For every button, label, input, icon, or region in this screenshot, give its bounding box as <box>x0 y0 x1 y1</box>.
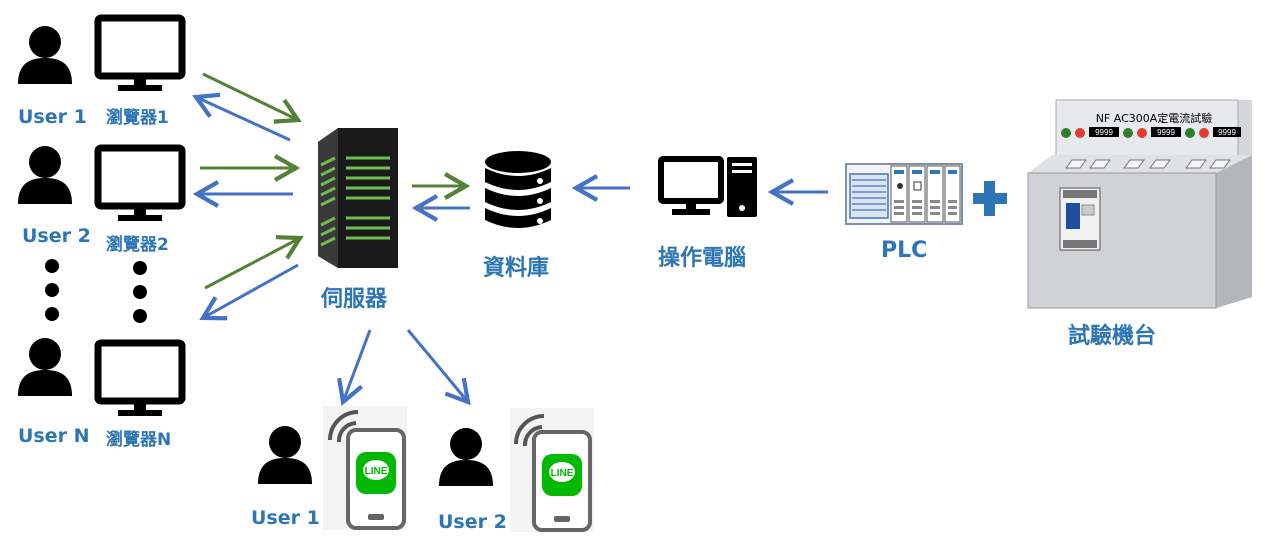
browser-n-icon <box>98 343 182 416</box>
line-app-label-1: LINE <box>365 466 388 477</box>
server-icon <box>318 128 398 268</box>
user-n-icon <box>18 338 72 396</box>
server-label: 伺服器 <box>321 287 388 312</box>
indicator-lamps <box>1061 128 1209 138</box>
operator-pc-icon <box>658 156 757 217</box>
breaker-icon <box>1059 187 1101 251</box>
browser-n-label: 瀏覽器N <box>106 430 172 450</box>
phone-1-icon <box>323 406 407 530</box>
line-user-2-label: User 2 <box>438 511 507 533</box>
line-user-1-label: User 1 <box>251 507 320 529</box>
browser-server-arrows <box>192 72 304 321</box>
user-1-icon <box>18 26 72 84</box>
browser-2-icon <box>98 148 182 221</box>
server-database-arrows <box>411 172 471 222</box>
machine-readout-3: 9999 <box>1218 128 1236 137</box>
line-app-label-2: LINE <box>551 468 574 479</box>
user-2-label: User 2 <box>22 225 91 247</box>
plc-icon <box>845 163 963 225</box>
ellipsis-dots <box>45 259 147 323</box>
server-line-arrows <box>337 329 471 406</box>
machine-readout-2: 9999 <box>1157 128 1175 137</box>
browser-1-label: 瀏覽器1 <box>106 108 169 128</box>
user-1-label: User 1 <box>18 106 87 128</box>
browser-2-label: 瀏覽器2 <box>106 235 169 255</box>
plus-icon <box>973 181 1007 216</box>
machine-readout-1: 9999 <box>1095 128 1113 137</box>
database-label: 資料庫 <box>483 256 550 281</box>
test-machine-icon <box>1027 99 1252 309</box>
database-icon <box>485 151 551 228</box>
phone-2-icon <box>510 408 594 532</box>
plc-label: PLC <box>881 238 928 263</box>
machine-panel-title: NF AC300A定電流試驗 <box>1096 111 1213 125</box>
operator-pc-label: 操作電腦 <box>658 246 747 271</box>
test-machine-label: 試驗機台 <box>1068 324 1157 349</box>
line-user-1-icon <box>258 426 312 484</box>
line-user-2-icon <box>439 428 493 486</box>
user-n-label: User N <box>18 425 90 447</box>
browser-1-icon <box>98 18 182 91</box>
user-2-icon <box>18 146 72 204</box>
